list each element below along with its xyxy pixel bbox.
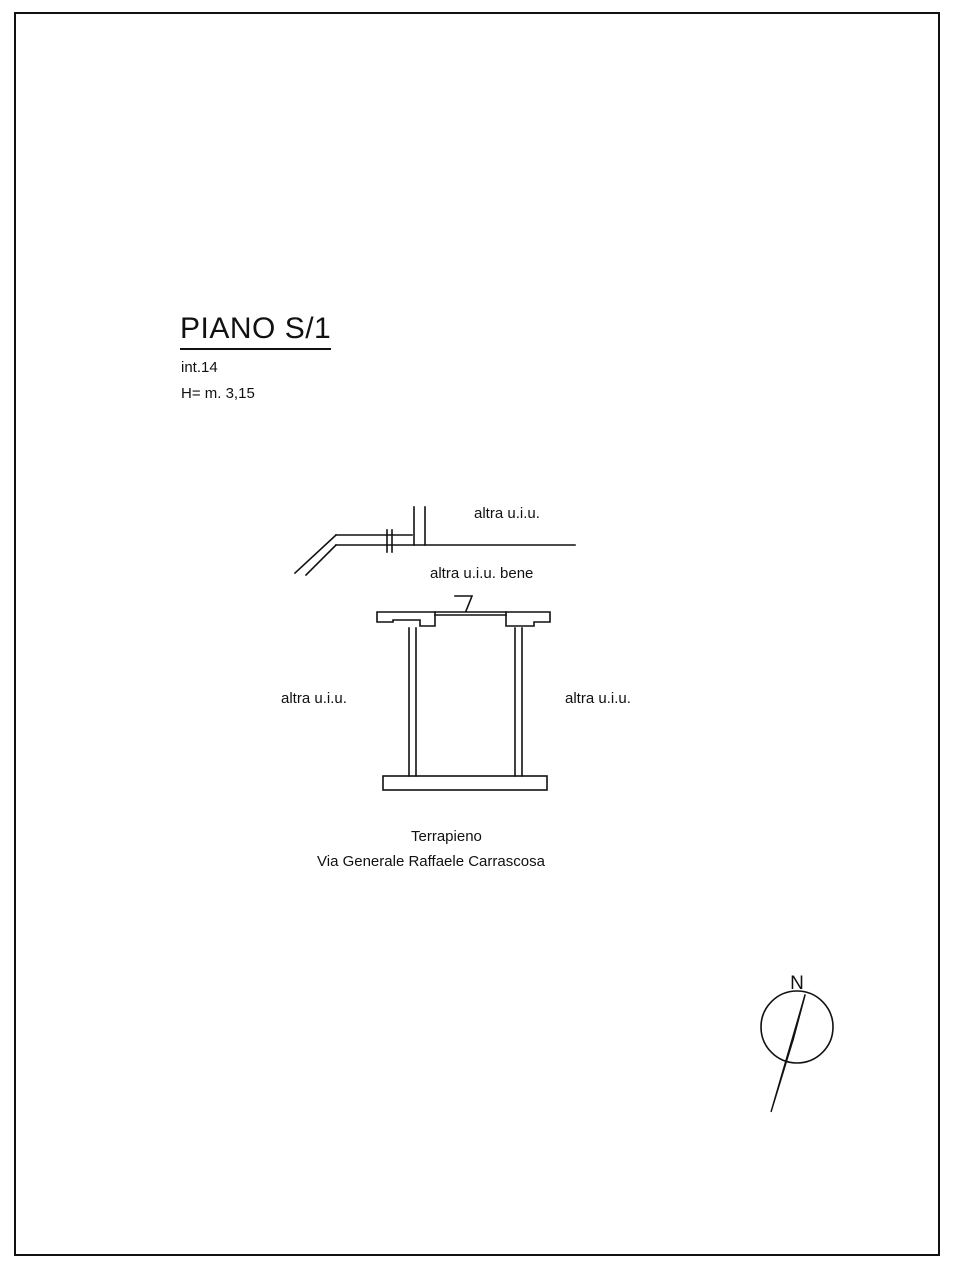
ceiling-height: H= m. 3,15 [181, 385, 255, 402]
floor-title: PIANO S/1 [180, 312, 332, 350]
north-label: N [790, 973, 804, 994]
drawing-frame [14, 12, 940, 1256]
bottom-wall [382, 775, 548, 791]
label-terrapieno: Terrapieno [411, 828, 482, 845]
label-left: altra u.i.u. [281, 690, 347, 707]
label-street: Via Generale Raffaele Carrascosa [317, 853, 545, 870]
left-top-wall [376, 611, 436, 627]
north-arrow-icon [760, 990, 834, 1113]
right-top-wall [505, 611, 551, 627]
label-right: altra u.i.u. [565, 690, 631, 707]
door-opening [434, 595, 507, 616]
left-side-wall [408, 627, 417, 777]
label-top-right: altra u.i.u. [474, 505, 540, 522]
right-side-wall [514, 627, 523, 777]
interior-number: int.14 [181, 359, 218, 376]
upper-wall [293, 506, 576, 577]
label-top-center: altra u.i.u. bene [430, 565, 534, 582]
